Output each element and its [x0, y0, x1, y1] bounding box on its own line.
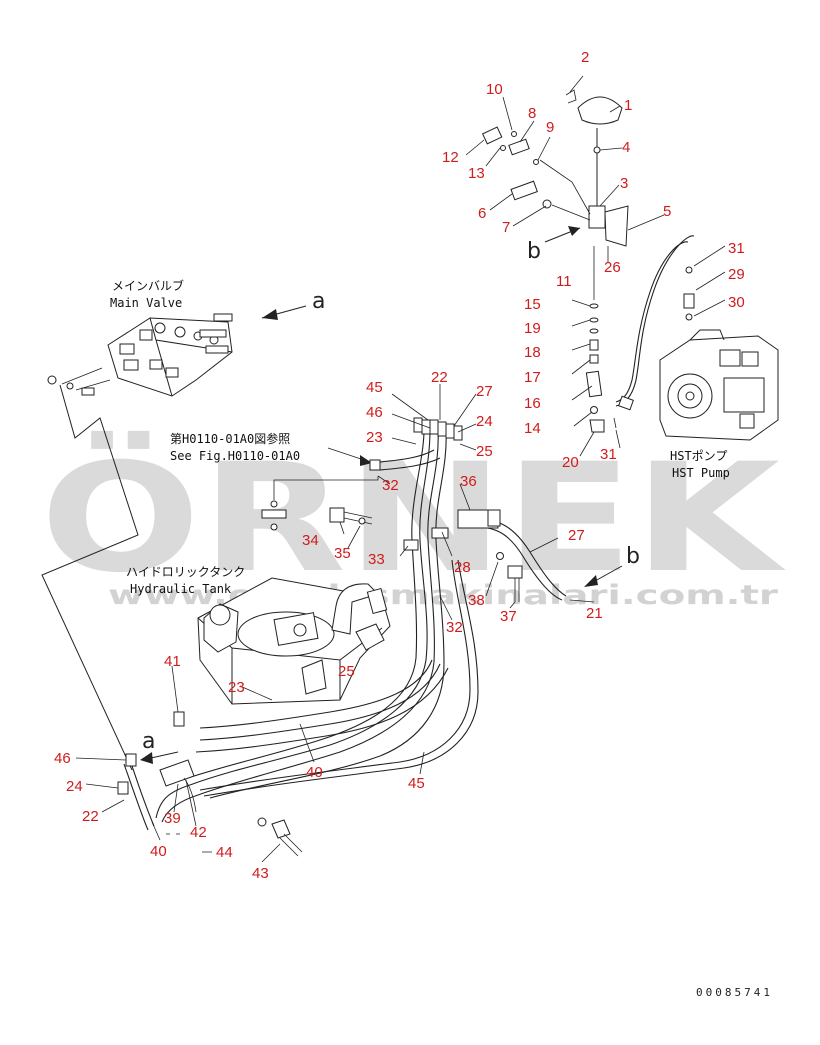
hydraulic-tank-label-jp: ハイドロリックタンク — [126, 565, 245, 579]
hst-pump-label-en: HST Pump — [672, 466, 730, 480]
callout-27-top: 27 — [476, 383, 493, 400]
arrow-b-letter-bottom: b — [626, 544, 640, 569]
callout-40-bottom: 40 — [150, 843, 167, 860]
arrow-a-letter: a — [312, 289, 325, 314]
callout-23-top: 23 — [366, 429, 383, 446]
hst-pump-label-jp: HSTポンプ — [670, 449, 727, 463]
callout-9: 9 — [546, 119, 554, 136]
callout-6: 6 — [478, 205, 486, 222]
watermark-brand: ÖRNEK — [40, 430, 786, 606]
arrow-b-letter-top: b — [527, 239, 541, 264]
callout-31-top: 31 — [728, 240, 745, 257]
hst-pump-drawing — [615, 235, 779, 441]
watermark: ÖRNEK www.ornekismakinalari.com.tr — [40, 430, 786, 611]
callout-35: 35 — [334, 545, 351, 562]
callout-16: 16 — [524, 395, 541, 412]
callout-29: 29 — [728, 266, 745, 283]
callout-20: 20 — [562, 454, 579, 471]
callout-3: 3 — [620, 175, 628, 192]
callout-34: 34 — [302, 532, 319, 549]
callout-12: 12 — [442, 149, 459, 166]
callout-43: 43 — [252, 865, 269, 882]
callout-7: 7 — [502, 219, 510, 236]
callout-32-top: 32 — [382, 477, 399, 494]
callout-45-bottom: 45 — [408, 775, 425, 792]
callout-45-top: 45 — [366, 379, 383, 396]
callout-22-top: 22 — [431, 369, 448, 386]
hose-bundle-drawing: b a — [117, 417, 640, 857]
callout-24-top: 24 — [476, 413, 493, 430]
callout-37: 37 — [500, 608, 517, 625]
callout-26: 26 — [604, 259, 621, 276]
callout-30: 30 — [728, 294, 745, 311]
callout-38: 38 — [468, 592, 485, 609]
callout-25-bottom: 25 — [338, 663, 355, 680]
callout-28: 28 — [454, 559, 471, 576]
hydraulic-tank-drawing — [197, 447, 391, 705]
callout-17: 17 — [524, 369, 541, 386]
callout-46-bottom: 46 — [54, 750, 71, 767]
see-fig-label-en: See Fig.H0110-01A0 — [170, 449, 300, 463]
callout-46-top: 46 — [366, 404, 383, 421]
callout-18: 18 — [524, 344, 541, 361]
main-valve-label-en: Main Valve — [110, 296, 182, 310]
hydraulic-tank-label-en: Hydraulic Tank — [130, 582, 232, 596]
callout-1: 1 — [624, 97, 632, 114]
callout-44: 44 — [216, 844, 233, 861]
callout-4: 4 — [622, 139, 630, 156]
callout-19: 19 — [524, 320, 541, 337]
callout-33: 33 — [368, 551, 385, 568]
callout-31-bottom: 31 — [600, 446, 617, 463]
callout-22-bottom: 22 — [82, 808, 99, 825]
callout-23-bottom: 23 — [228, 679, 245, 696]
callout-2: 2 — [581, 49, 589, 66]
callout-27-bottom: 27 — [568, 527, 585, 544]
callout-5: 5 — [663, 203, 671, 220]
see-fig-label-jp: 第H0110-01A0図参照 — [170, 431, 290, 446]
callout-32-bottom: 32 — [446, 619, 463, 636]
callout-40-top: 40 — [306, 764, 323, 781]
main-valve-label-jp: メインバルブ — [112, 278, 184, 293]
main-valve-drawing — [41, 313, 233, 771]
callout-13: 13 — [468, 165, 485, 182]
callout-10: 10 — [486, 81, 503, 98]
component-labels: メインバルブ Main Valve HSTポンプ HST Pump ハイドロリッ… — [110, 278, 773, 999]
callout-41: 41 — [164, 653, 181, 670]
document-number: 00085741 — [696, 986, 773, 999]
callout-21: 21 — [586, 605, 603, 622]
callout-14: 14 — [524, 420, 541, 437]
callout-15: 15 — [524, 296, 541, 313]
callout-leaders — [75, 75, 726, 863]
callout-numbers: 1 2 3 4 5 6 7 8 9 10 11 12 13 14 15 16 1… — [54, 49, 745, 882]
callout-39: 39 — [164, 810, 181, 827]
callout-8: 8 — [528, 105, 536, 122]
callout-11: 11 — [556, 273, 572, 290]
selector-valve-drawing: b — [481, 89, 629, 433]
view-arrow-a-top: a — [261, 289, 325, 320]
arrow-a-letter-bottom: a — [142, 729, 155, 754]
callout-24-bottom: 24 — [66, 778, 83, 795]
callout-42: 42 — [190, 824, 207, 841]
callout-36: 36 — [460, 473, 477, 490]
callout-25-top: 25 — [476, 443, 493, 460]
